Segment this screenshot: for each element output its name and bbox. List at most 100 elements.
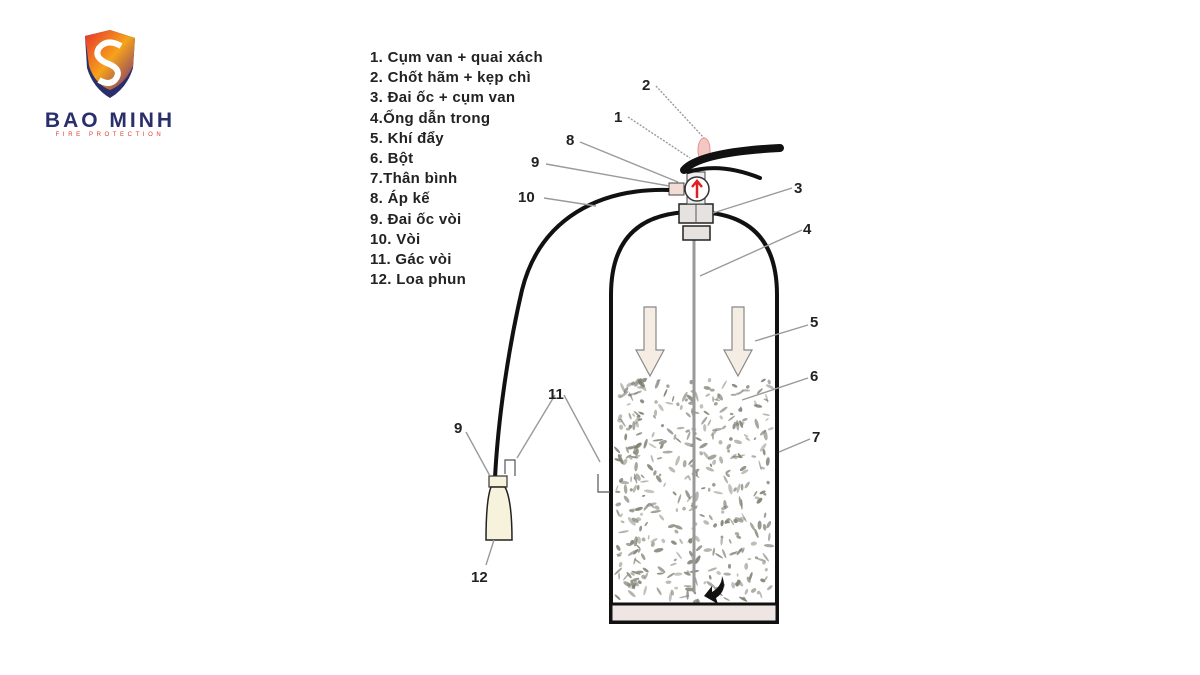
powder-particle — [686, 431, 691, 441]
powder-particle — [658, 514, 665, 521]
powder-particle — [629, 455, 639, 459]
powder-particle — [730, 393, 737, 396]
powder-particle — [703, 520, 710, 525]
leader-lines — [465, 85, 811, 566]
powder-particle — [670, 589, 675, 596]
powder-particle — [657, 566, 666, 574]
powder-particle — [631, 570, 641, 575]
powder-particle — [711, 427, 723, 432]
powder-particle — [742, 418, 748, 422]
powder-particle — [634, 455, 641, 457]
powder-particle — [762, 560, 766, 565]
powder-particle — [650, 541, 655, 547]
powder-particle — [614, 594, 621, 601]
powder-particle — [636, 544, 641, 550]
powder-particle — [655, 475, 662, 483]
legend-item: 11. Gác vòi — [370, 251, 452, 269]
powder-particle — [754, 528, 759, 539]
powder-particle — [687, 475, 691, 481]
powder-particle — [760, 378, 766, 383]
powder-particle — [720, 535, 723, 546]
powder-particle — [652, 415, 656, 419]
hose — [493, 187, 670, 479]
powder-particle — [626, 571, 632, 579]
powder-particle — [726, 443, 732, 450]
powder-particle — [668, 592, 672, 602]
powder-particle — [695, 545, 703, 552]
powder-particle — [636, 517, 642, 521]
powder-particle — [733, 421, 740, 426]
powder-particle — [615, 485, 619, 492]
powder-particle — [699, 514, 705, 517]
powder-particle — [673, 434, 677, 440]
powder-particle — [620, 382, 626, 393]
powder-particle — [644, 521, 648, 527]
powder-particle — [628, 412, 632, 420]
powder-particle — [661, 538, 666, 544]
powder-particle — [652, 439, 664, 442]
powder-particle — [736, 573, 739, 577]
powder-particle — [703, 548, 713, 552]
powder-particle — [741, 469, 749, 475]
powder-particle — [736, 579, 744, 587]
powder-particle — [705, 466, 715, 472]
powder-particle — [682, 391, 688, 402]
down-arrow-icon — [722, 306, 754, 378]
powder-particle — [762, 448, 766, 456]
powder-particle — [725, 469, 731, 474]
powder-particle — [733, 487, 737, 492]
powder-particle — [619, 391, 629, 398]
powder-particle — [734, 551, 738, 555]
powder-particle — [656, 587, 662, 596]
powder-particle — [615, 502, 622, 507]
powder-particle — [623, 484, 628, 494]
powder-particle — [713, 491, 723, 495]
powder-particle — [640, 512, 643, 516]
powder-particle — [689, 379, 694, 385]
powder-particle — [641, 537, 646, 542]
powder-particle — [706, 581, 716, 588]
powder-particle — [614, 567, 623, 576]
powder-particle — [658, 440, 668, 445]
hose-nut — [668, 182, 685, 196]
powder-particle — [703, 581, 707, 585]
powder-particle — [723, 475, 729, 484]
shield-logo-icon — [85, 30, 135, 98]
powder-particle — [699, 451, 703, 456]
powder-particle — [766, 585, 773, 591]
powder-particle — [751, 455, 757, 458]
powder-particle — [708, 575, 712, 580]
brand-name: BAO MINH — [44, 109, 176, 132]
powder-particle — [648, 443, 657, 449]
callout-6: 6 — [810, 368, 818, 385]
powder-particle — [623, 581, 631, 587]
callout-8: 8 — [566, 132, 574, 149]
powder-particle — [665, 580, 672, 584]
powder-particle — [701, 487, 706, 490]
powder-particle — [634, 461, 638, 472]
powder-particle — [618, 572, 621, 580]
powder-particle — [725, 472, 730, 478]
powder-particle — [736, 535, 742, 539]
powder-particle — [756, 388, 763, 394]
powder-particle — [743, 434, 749, 438]
powder-particle — [723, 572, 731, 576]
powder-particle — [747, 558, 752, 560]
legend-item: 6. Bột — [370, 150, 414, 168]
powder-particle — [616, 509, 620, 517]
powder-particle — [667, 524, 676, 529]
powder-particle — [764, 576, 768, 581]
powder-particle — [641, 494, 646, 497]
powder-particle — [635, 432, 643, 436]
powder-particle — [633, 548, 639, 555]
callout-12: 12 — [471, 569, 488, 586]
callout-4: 4 — [803, 221, 812, 238]
powder-particle — [738, 496, 742, 507]
powder-particle — [634, 506, 643, 511]
powder-particle — [654, 400, 658, 404]
powder-particle — [673, 572, 683, 576]
powder-particle — [746, 385, 750, 389]
powder-particle — [705, 393, 711, 397]
powder-particle — [642, 567, 649, 573]
